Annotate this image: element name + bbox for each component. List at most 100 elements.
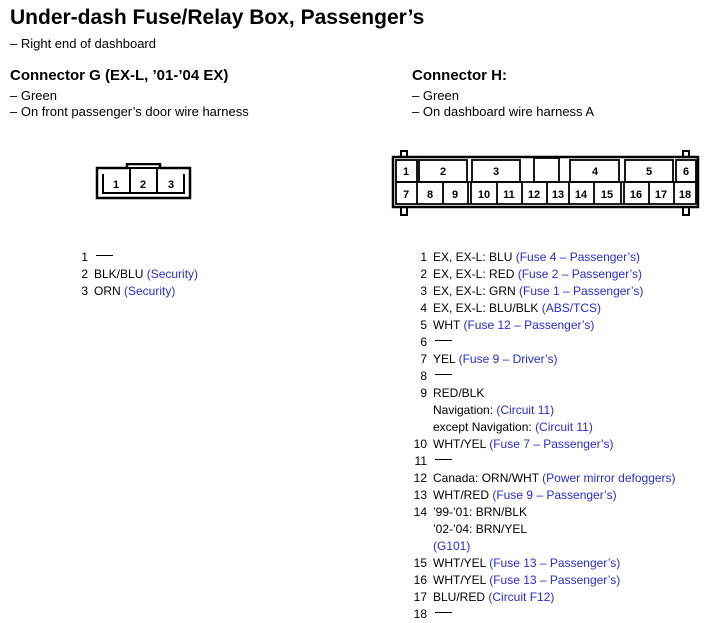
circuit-link[interactable]: (G101)	[433, 539, 471, 553]
circuit-link[interactable]: (Power mirror defoggers)	[542, 471, 676, 485]
wire-color-text: EX, EX-L: GRN	[433, 284, 520, 298]
wire-color-text: RED/BLK	[433, 386, 485, 400]
circuit-link[interactable]: (Circuit F12)	[488, 590, 555, 604]
pin-row: 8	[401, 368, 676, 385]
circuit-link[interactable]: (Security)	[124, 284, 176, 298]
pin-row: 6	[401, 334, 676, 351]
pin-line: ’99-’01: BRN/BLK	[433, 504, 527, 521]
pin-description: BLK/BLU (Security)	[94, 266, 198, 283]
unused-pin-dash	[435, 459, 452, 461]
page-subtitle: – Right end of dashboard	[10, 36, 156, 51]
pin-number: 5	[420, 318, 427, 332]
circuit-link[interactable]: (Fuse 2 – Passenger’s)	[517, 267, 642, 281]
pin-line: BLK/BLU (Security)	[94, 266, 198, 283]
pin-number: 18	[413, 607, 427, 621]
circuit-link[interactable]: (Fuse 7 – Passenger’s)	[489, 437, 614, 451]
pin-description	[433, 368, 452, 385]
pin-number: 16	[413, 573, 427, 587]
wire-color-text: EX, EX-L: RED	[433, 267, 518, 281]
pin-description: EX, EX-L: GRN (Fuse 1 – Passenger’s)	[433, 283, 643, 300]
pin-description: WHT (Fuse 12 – Passenger’s)	[433, 317, 594, 334]
pin-row: 1 EX, EX-L: BLU (Fuse 4 – Passenger’s)	[401, 249, 676, 266]
wire-color-text: EX, EX-L: BLU	[433, 250, 516, 264]
circuit-link[interactable]: (Fuse 13 – Passenger’s)	[489, 573, 621, 587]
circuit-link[interactable]: (ABS/TCS)	[541, 301, 602, 315]
circuit-link[interactable]: (Circuit 11)	[535, 420, 593, 434]
pin-row: 18	[401, 606, 676, 623]
pin-number: 10	[413, 437, 427, 451]
pin-number: 17	[413, 590, 427, 604]
pin-row: 5 WHT (Fuse 12 – Passenger’s)	[401, 317, 676, 334]
wire-color-text: Navigation:	[433, 403, 497, 417]
wire-color-text: WHT/YEL	[433, 573, 490, 587]
pin-line: ’02-’04: BRN/YEL	[433, 521, 527, 538]
wire-color-text: Canada: ORN/WHT	[433, 471, 543, 485]
connector-h-cavity-5: 5	[646, 166, 652, 178]
pin-number: 1	[420, 250, 427, 264]
unused-pin-dash	[435, 612, 452, 614]
circuit-link[interactable]: (Fuse 13 – Passenger’s)	[489, 556, 621, 570]
pin-line: BLU/RED (Circuit F12)	[433, 589, 554, 606]
pin-row: 10 WHT/YEL (Fuse 7 – Passenger’s)	[401, 436, 676, 453]
pin-description: WHT/YEL (Fuse 7 – Passenger’s)	[433, 436, 614, 453]
connector-h-cavity-13: 13	[552, 189, 564, 201]
connector-g-cavity-1: 1	[113, 179, 119, 191]
pin-number: 2	[420, 267, 427, 281]
wire-color-text: EX, EX-L: BLU/BLK	[433, 301, 542, 315]
connector-g-inner	[102, 174, 185, 194]
connector-g-diagram: 1 2 3	[95, 163, 192, 200]
pin-number: 15	[413, 556, 427, 570]
connector-h-cavity-2: 2	[440, 166, 446, 178]
circuit-link[interactable]: (Fuse 1 – Passenger’s)	[519, 284, 644, 298]
pin-row: 17 BLU/RED (Circuit F12)	[401, 589, 676, 606]
connector-g-note: – Green	[10, 88, 57, 103]
connector-g-note: – On front passenger’s door wire harness	[10, 104, 249, 119]
circuit-link[interactable]: (Circuit 11)	[496, 403, 555, 417]
pin-description	[94, 249, 113, 266]
pin-row: 14’99-’01: BRN/BLK’02-’04: BRN/YEL(G101)	[401, 504, 676, 555]
circuit-link[interactable]: (Security)	[146, 267, 199, 281]
pin-line: WHT/YEL (Fuse 7 – Passenger’s)	[433, 436, 614, 453]
connector-h-cavity-14: 14	[575, 189, 588, 201]
wire-color-text: BLK/BLU	[94, 267, 147, 281]
pin-number: 6	[420, 335, 427, 349]
pin-line: EX, EX-L: RED (Fuse 2 – Passenger’s)	[433, 266, 642, 283]
pin-number: 7	[420, 352, 427, 366]
unused-pin-dash	[96, 255, 113, 257]
pin-number: 9	[420, 386, 427, 400]
connector-g-cavity-2: 2	[140, 179, 146, 191]
pin-description: YEL (Fuse 9 – Driver’s)	[433, 351, 558, 368]
pin-line: WHT/YEL (Fuse 13 – Passenger’s)	[433, 572, 620, 589]
pin-line: WHT (Fuse 12 – Passenger’s)	[433, 317, 594, 334]
connector-g-notes: – Green – On front passenger’s door wire…	[10, 88, 249, 120]
pin-line: RED/BLK	[433, 385, 593, 402]
connector-h-cavity-11: 11	[503, 189, 515, 201]
pin-description: EX, EX-L: BLU/BLK (ABS/TCS)	[433, 300, 601, 317]
wire-color-text: WHT	[433, 318, 464, 332]
pin-number: 8	[420, 369, 427, 383]
wire-color-text: WHT/RED	[433, 488, 493, 502]
wire-color-text: ORN	[94, 284, 124, 298]
circuit-link[interactable]: (Fuse 12 – Passenger’s)	[463, 318, 595, 332]
pin-number: 4	[420, 301, 427, 315]
connector-g-heading: Connector G (EX-L, ’01-’04 EX)	[10, 67, 229, 84]
pin-row: 1	[62, 249, 198, 266]
pin-row: 16 WHT/YEL (Fuse 13 – Passenger’s)	[401, 572, 676, 589]
connector-h-cavity-10: 10	[478, 189, 490, 201]
circuit-link[interactable]: (Fuse 9 – Driver’s)	[458, 352, 558, 366]
pin-line: WHT/RED (Fuse 9 – Passenger’s)	[433, 487, 617, 504]
circuit-link[interactable]: (Fuse 4 – Passenger’s)	[515, 250, 640, 264]
circuit-link[interactable]: (Fuse 9 – Passenger’s)	[492, 488, 617, 502]
pin-line	[94, 249, 113, 266]
pin-line: EX, EX-L: BLU/BLK (ABS/TCS)	[433, 300, 601, 317]
pin-description: EX, EX-L: RED (Fuse 2 – Passenger’s)	[433, 266, 642, 283]
